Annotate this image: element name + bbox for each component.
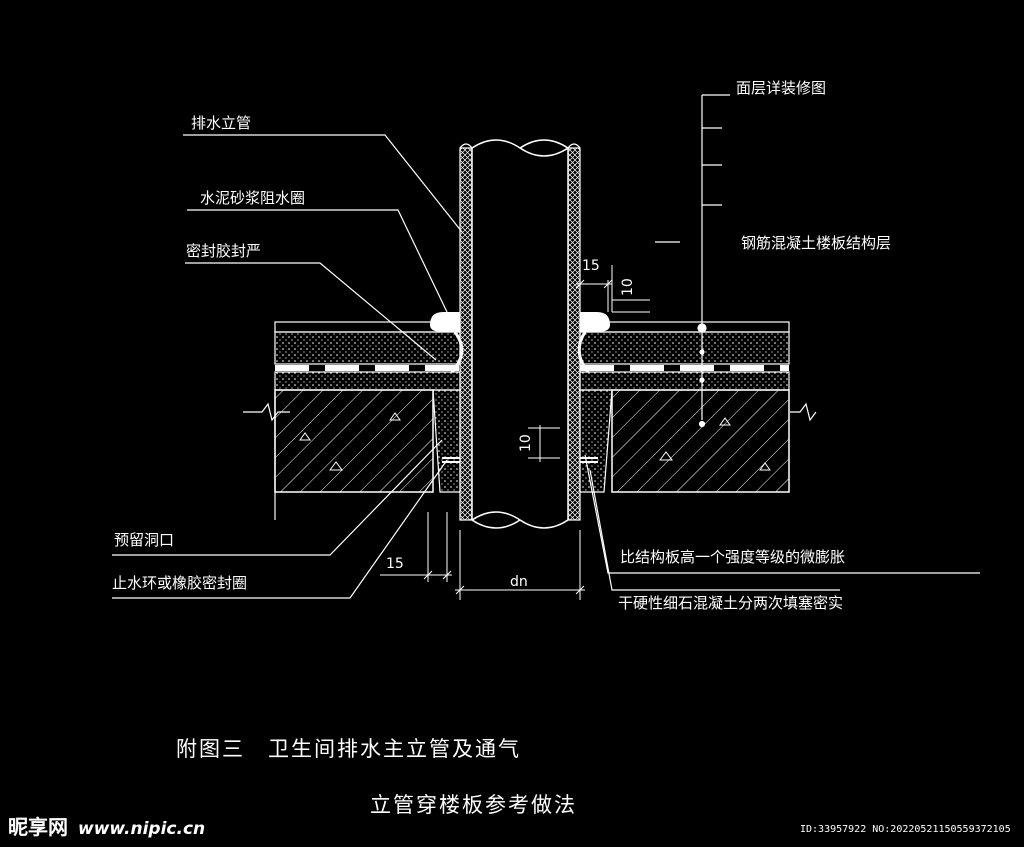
watermark-id: ID:33957922 NO:20220521150559372105: [800, 824, 1011, 835]
finish-layer-leader: [655, 94, 730, 428]
dim-bottom-15: 15: [386, 556, 404, 572]
caption-line1: 附图三 卫生间排水主立管及通气: [176, 737, 521, 761]
dim-dn: dn: [510, 574, 528, 590]
dim-top-10: 10: [620, 278, 636, 296]
watermark-url: www.nipic.cn: [78, 819, 205, 839]
structural-slab: [274, 389, 790, 493]
mortar-ring: [430, 312, 610, 374]
watermark-logo: 昵享网: [8, 815, 68, 839]
label-rc-slab: 钢筋混凝土楼板结构层: [741, 234, 891, 252]
break-marks: [243, 392, 817, 520]
label-water-stop-ring: 止水环或橡胶密封圈: [112, 574, 247, 592]
dim-mid-10: 10: [518, 434, 534, 452]
label-drain-riser: 排水立管: [191, 114, 251, 132]
caption-line2: 立管穿楼板参考做法: [370, 793, 577, 817]
label-micro-expansion: 比结构板高一个强度等级的微膨胀: [620, 548, 845, 566]
water-stop-ring: [442, 457, 598, 463]
left-leaders: [112, 134, 463, 599]
floor-layers: [274, 321, 790, 391]
right-leaders: [584, 454, 980, 591]
drain-riser-pipe: [459, 139, 581, 529]
label-finish-layer: 面层详装修图: [736, 79, 826, 97]
label-sealant: 密封胶封严: [186, 242, 261, 260]
label-reserved-hole: 预留洞口: [114, 531, 174, 549]
label-mortar-ring: 水泥砂浆阻水圈: [200, 189, 305, 207]
label-dry-fill: 干硬性细石混凝土分两次填塞密实: [618, 594, 843, 612]
dim-top-15: 15: [582, 258, 600, 274]
dimension-lines: [380, 258, 650, 600]
